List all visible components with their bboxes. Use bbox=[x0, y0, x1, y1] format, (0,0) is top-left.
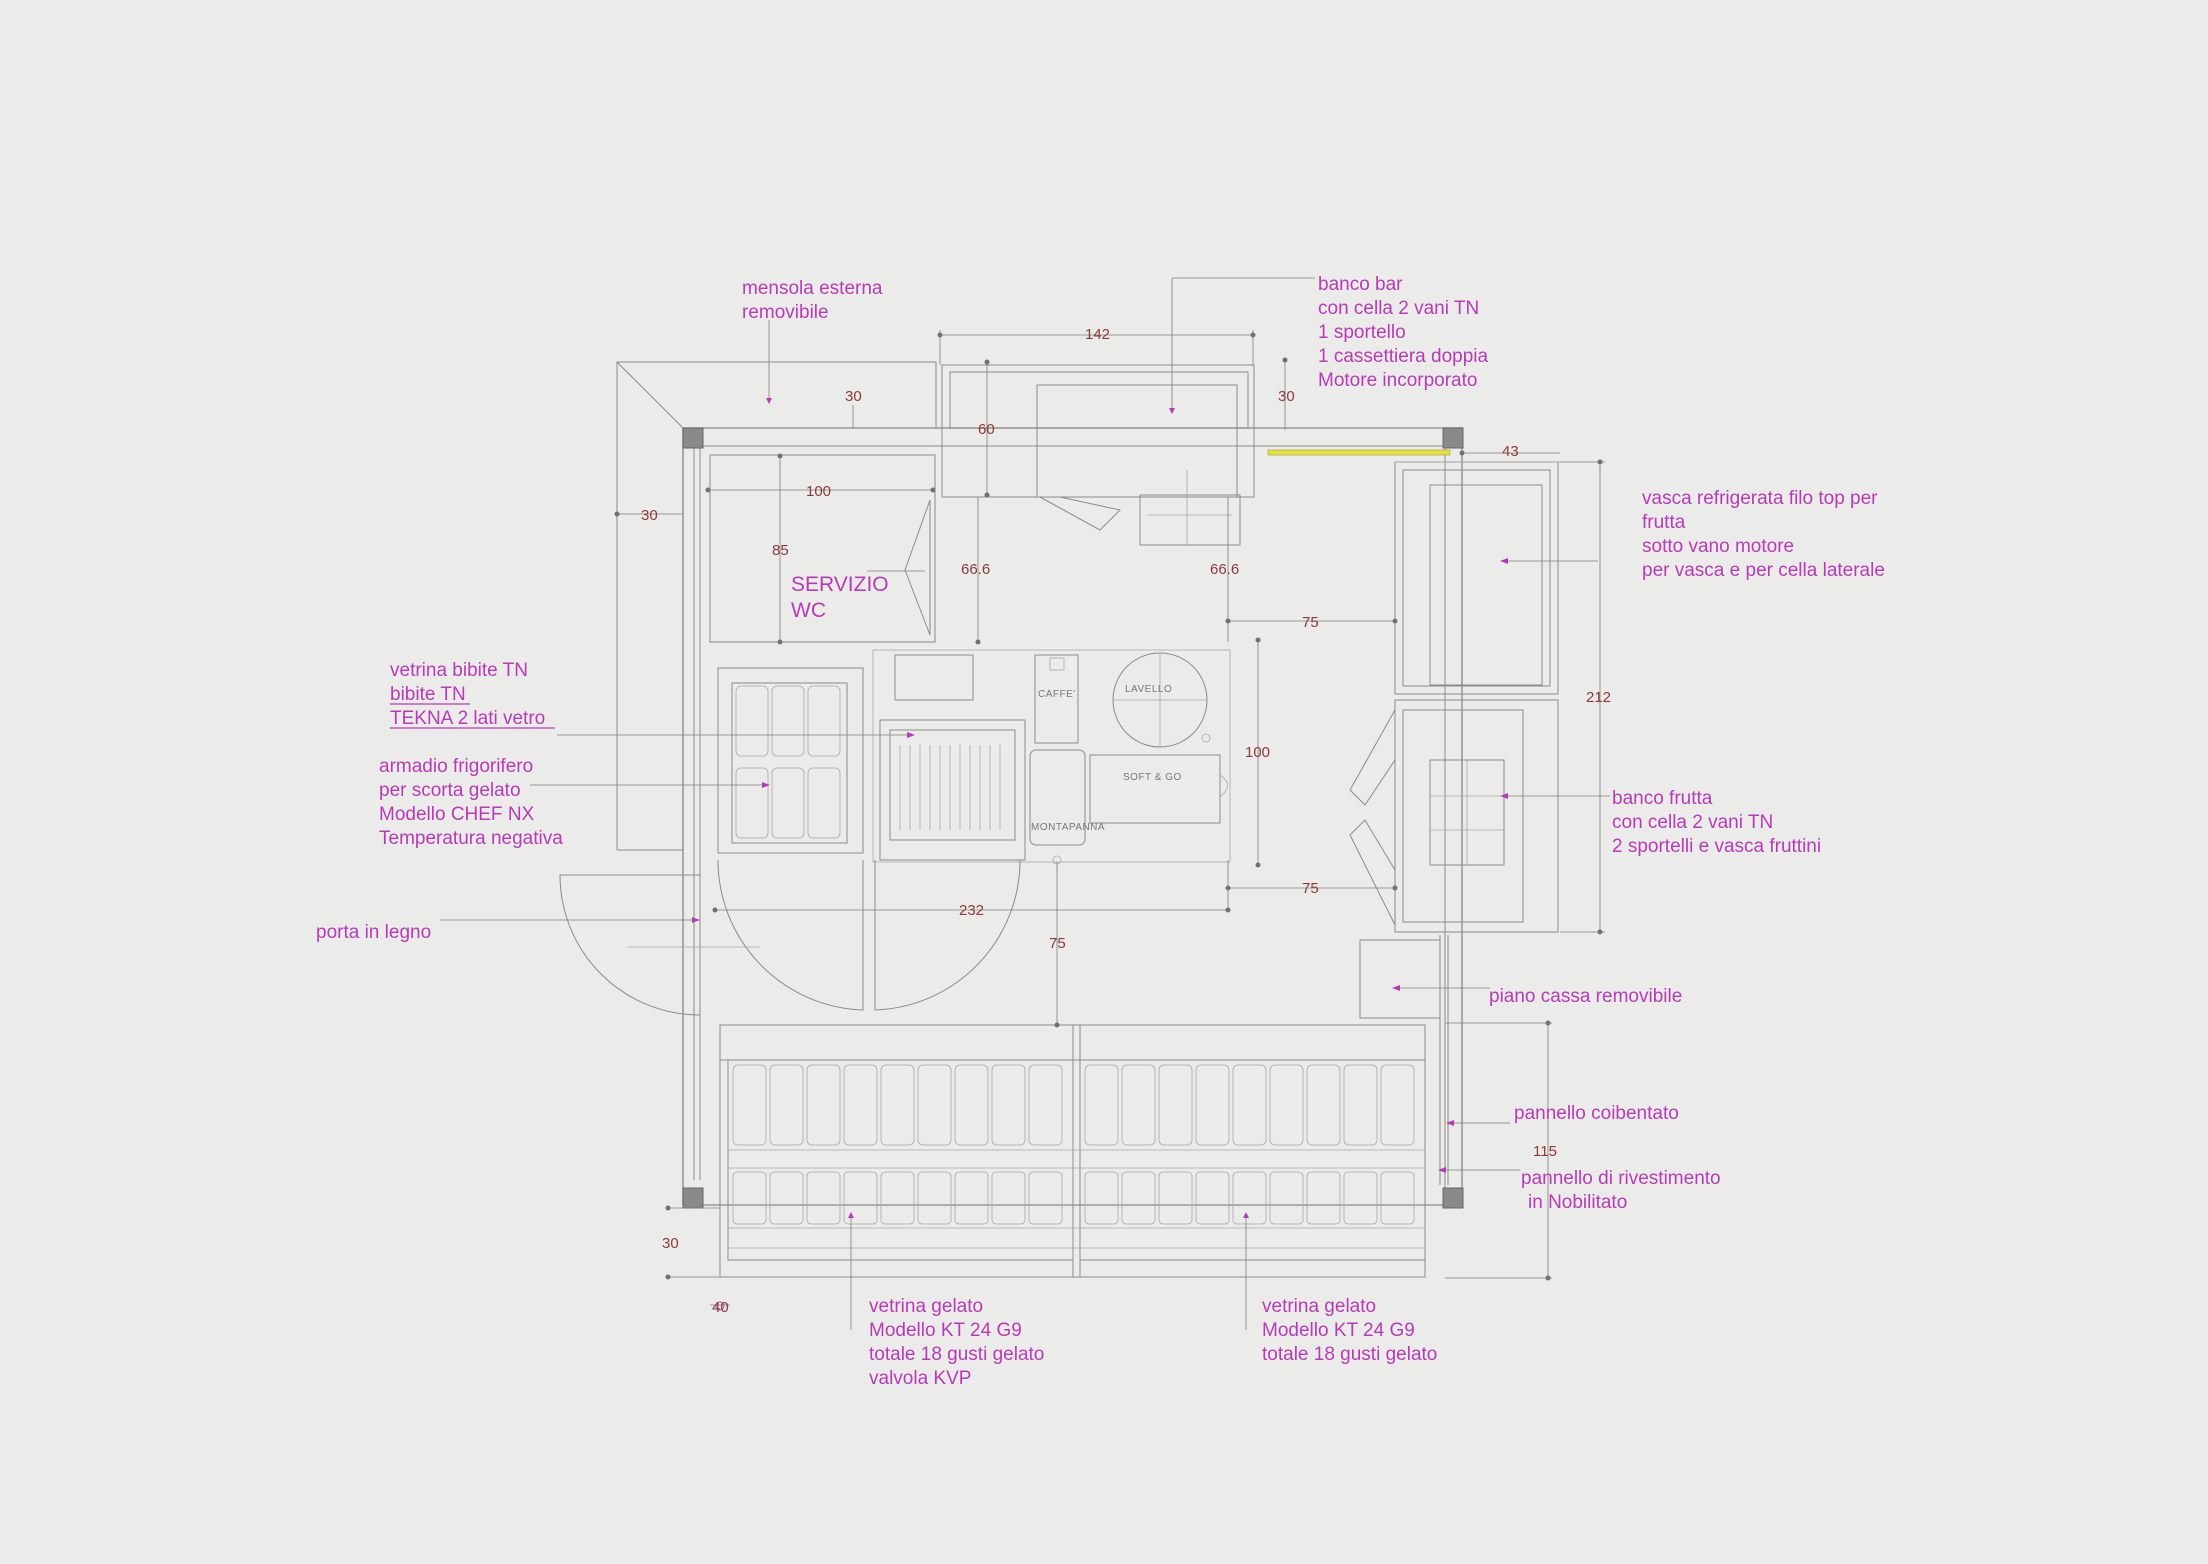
vetrine-gelato bbox=[719, 1024, 1426, 1278]
bibite-grid bbox=[899, 745, 1001, 830]
work-area: CAFFE' LAVELLO SOFT & GO MONTAPANNA bbox=[872, 649, 1231, 865]
dim-85: 85 bbox=[772, 542, 789, 559]
annotation-leaders bbox=[440, 277, 1610, 1330]
dim-115: 115 bbox=[1533, 1143, 1557, 1160]
label-vetrina-gelato-2: vetrina gelato Modello KT 24 G9 totale 1… bbox=[1262, 1296, 1437, 1365]
pillar-top-left bbox=[682, 427, 704, 449]
label-servizio-wc: SERVIZIO WC bbox=[791, 573, 894, 622]
dim-30-top-left: 30 bbox=[845, 388, 862, 405]
dim-30-left: 30 bbox=[641, 507, 658, 524]
soft-go-label: SOFT & GO bbox=[1123, 772, 1182, 783]
label-vasca: vasca refrigerata filo top per frutta so… bbox=[1642, 488, 1885, 581]
dim-43: 43 bbox=[1502, 443, 1519, 460]
dim-40: 40 bbox=[712, 1299, 729, 1316]
label-armadio: armadio frigorifero per scorta gelato Mo… bbox=[379, 756, 563, 849]
lavello-label: LAVELLO bbox=[1125, 684, 1172, 695]
label-mensola: mensola esterna removibile bbox=[742, 278, 888, 323]
dimension-labels: 142 30 30 60 43 100 30 85 66.6 66.6 75 2… bbox=[641, 326, 1611, 1316]
dim-66-6-b: 66.6 bbox=[1210, 561, 1239, 578]
banco-frutta bbox=[1349, 699, 1559, 933]
annotations: mensola esterna removibile banco bar con… bbox=[316, 274, 1885, 1389]
label-vetrina-bibite: vetrina bibite TN bibite TN TEKNA 2 lati… bbox=[390, 660, 545, 729]
dim-232: 232 bbox=[959, 902, 984, 919]
vasca-refrigerata bbox=[1394, 461, 1560, 695]
door-swings bbox=[559, 859, 1021, 1016]
armadio-frigorifero bbox=[717, 667, 864, 854]
highlight-bar bbox=[1267, 449, 1451, 456]
dim-75-b: 75 bbox=[1302, 880, 1319, 897]
label-pannello-riv: pannello di rivestimento in Nobilitato bbox=[1521, 1168, 1726, 1213]
pillar-bottom-right bbox=[1442, 1187, 1464, 1209]
caffe-label: CAFFE' bbox=[1038, 689, 1076, 700]
label-vetrina-gelato-1: vetrina gelato Modello KT 24 G9 totale 1… bbox=[869, 1296, 1050, 1389]
label-piano-cassa: piano cassa removibile bbox=[1489, 986, 1682, 1007]
pillar-top-right bbox=[1442, 427, 1464, 449]
gelato-tubs-left bbox=[732, 1064, 1063, 1225]
dim-75-a: 75 bbox=[1302, 614, 1319, 631]
dim-30-top-right: 30 bbox=[1278, 388, 1295, 405]
piano-cassa bbox=[1359, 935, 1449, 1185]
montapanna-label: MONTAPANNA bbox=[1031, 822, 1105, 833]
label-pannello-coib: pannello coibentato bbox=[1514, 1103, 1679, 1124]
pillar-bottom-left bbox=[682, 1187, 704, 1209]
gelato-tubs-right bbox=[1084, 1064, 1415, 1225]
label-porta: porta in legno bbox=[316, 922, 431, 943]
external-shelf bbox=[616, 361, 937, 851]
dim-60: 60 bbox=[978, 421, 995, 438]
dim-212: 212 bbox=[1586, 689, 1611, 706]
dim-100-wc: 100 bbox=[806, 483, 831, 500]
label-banco-frutta: banco frutta con cella 2 vani TN 2 sport… bbox=[1612, 788, 1821, 857]
dim-66-6-a: 66.6 bbox=[961, 561, 990, 578]
label-banco-bar: banco bar con cella 2 vani TN 1 sportell… bbox=[1318, 274, 1493, 391]
dimension-lines bbox=[614, 330, 1605, 1311]
dim-75-c: 75 bbox=[1049, 935, 1066, 952]
banco-bar bbox=[941, 364, 1255, 546]
dim-100-right: 100 bbox=[1245, 744, 1270, 761]
dim-30-bottom: 30 bbox=[662, 1235, 679, 1252]
dim-142: 142 bbox=[1085, 326, 1110, 343]
